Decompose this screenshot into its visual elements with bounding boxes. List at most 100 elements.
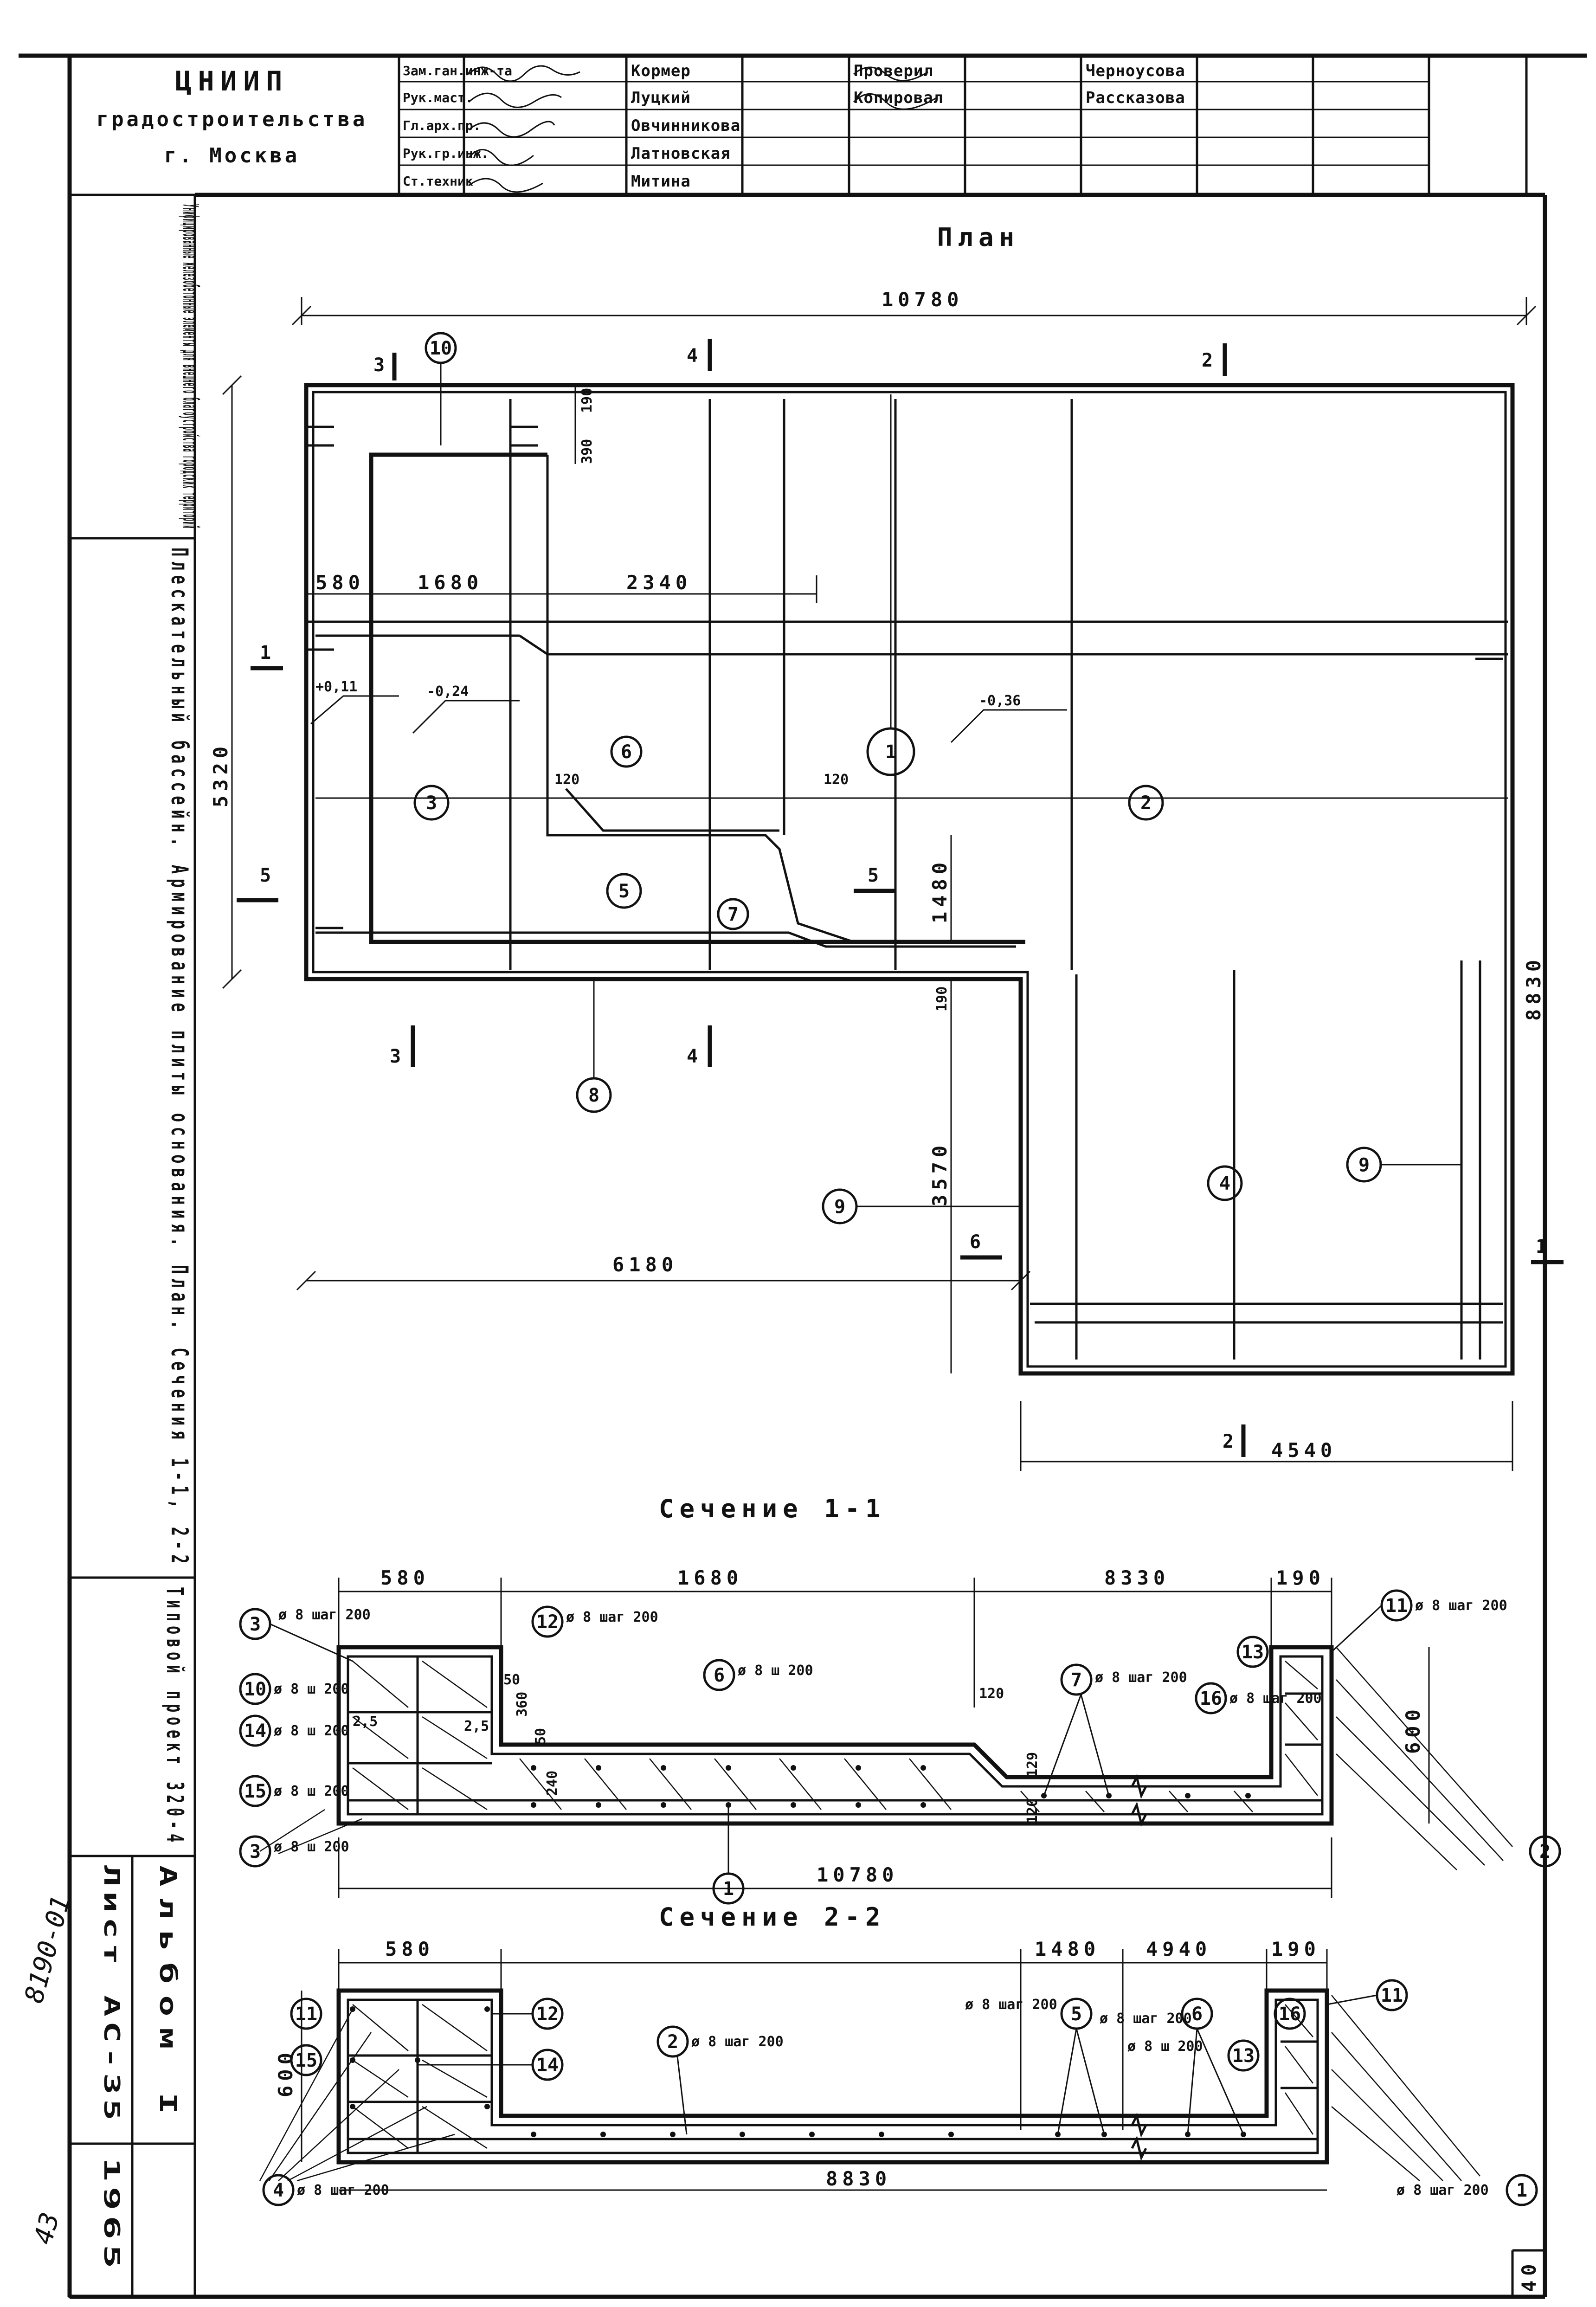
s1-dim-600: 600 (1402, 1705, 1424, 1754)
copied-label: Копировал (854, 89, 943, 107)
s2-rebar-6-label: ø 8 шаг 200 (1100, 2011, 1192, 2027)
plan-bar-7: 7 (727, 904, 739, 925)
plan-dim-8830: 8830 (1522, 955, 1545, 1021)
s2-rebar-5-label: ø 8 шаг 200 (965, 1997, 1057, 2013)
s1-dim-25-b: 2,5 (464, 1718, 489, 1734)
s1-dim-120: 120 (979, 1686, 1004, 1702)
plan-bar-6: 6 (621, 741, 632, 763)
s2-mark-11-right: 11 (1381, 1985, 1403, 2006)
role-3: Гл.арх.пр. (403, 118, 481, 133)
section-1-1: Сечение 1-1 580 1680 8330 190 (239, 1494, 1561, 1905)
s1-mark-16: 16 (1200, 1688, 1222, 1709)
section2-title: Сечение 2-2 (659, 1902, 886, 1932)
cut-3-bottom: 3 (390, 1046, 401, 1067)
s1-dim-120-b: 120 (1024, 1798, 1041, 1824)
s2-mark-14: 14 (536, 2055, 559, 2076)
s1-rebar-14: ø 8 ш 200 (274, 1723, 349, 1739)
s2-dim-4940: 4940 (1146, 1938, 1211, 1960)
s1-dim-360: 360 (514, 1692, 530, 1717)
checked-name: Черноусова (1086, 62, 1185, 80)
cut-4-top: 4 (687, 345, 698, 367)
plan-dim-3570: 3570 (928, 1141, 951, 1206)
s1-dim-10780: 10780 (817, 1863, 898, 1886)
s2-rebar-2: ø 8 шаг 200 (691, 2034, 784, 2050)
s1-mark-12: 12 (536, 1611, 559, 1633)
s1-dim-8330: 8330 (1104, 1566, 1170, 1589)
role-4: Рук.гр.инж. (403, 146, 489, 161)
s1-mark-13: 13 (1242, 1642, 1264, 1663)
s2-mark-13: 13 (1232, 2045, 1255, 2067)
s2-mark-2: 2 (667, 2031, 678, 2053)
cut-1-left: 1 (260, 642, 271, 664)
s2-mark-5: 5 (1071, 2004, 1082, 2025)
plan-bar-4: 4 (1219, 1173, 1230, 1194)
s2-mark-11-left: 11 (295, 2004, 317, 2025)
plan-dim-overall: 10780 (882, 288, 963, 311)
s1-dim-50-a: 50 (503, 1672, 520, 1688)
section1-hatch (259, 1647, 1513, 1870)
s1-rebar-10: ø 8 ш 200 (274, 1681, 349, 1697)
role-5: Ст.техник (403, 174, 473, 189)
side-panel: Унифицированные железобетонные элементы … (68, 193, 203, 2298)
s2-dim-1480: 1480 (1035, 1938, 1100, 1960)
plan-dim-6180: 6180 (612, 1253, 678, 1276)
plan-bar-2: 2 (1140, 793, 1152, 814)
s1-rebar-3-top: ø 8 шаг 200 (278, 1607, 371, 1623)
role-2: Рук.маст. (403, 90, 473, 105)
s2-dim-190: 190 (1271, 1938, 1320, 1960)
s1-mark-2: 2 (1539, 1841, 1551, 1862)
plan-dim-190-top: 190 (579, 388, 595, 413)
plan-dim-190-mid: 190 (934, 986, 950, 1012)
s1-rebar-7: ø 8 шаг 200 (1095, 1669, 1187, 1686)
section2-rebar-dots (350, 2006, 1246, 2137)
plan-bar-8: 8 (588, 1085, 599, 1106)
cut-1-right: 1 (1536, 1236, 1547, 1257)
s1-dim-1680: 1680 (677, 1566, 743, 1589)
plan-bar-10: 10 (430, 338, 452, 359)
plan-bar-9-right: 9 (1358, 1154, 1370, 1176)
cut-6: 6 (970, 1231, 981, 1253)
cut-5-left: 5 (260, 865, 271, 886)
s1-rebar-15: ø 8 ш 200 (274, 1783, 349, 1799)
s1-mark-3-bottom: 3 (250, 1841, 261, 1862)
s1-mark-10: 10 (244, 1679, 266, 1700)
s1-rebar-16: ø 8 шаг 200 (1229, 1690, 1322, 1707)
year-label: 1965 (99, 2158, 124, 2274)
name-3: Овчинникова (631, 116, 740, 135)
s2-mark-15: 15 (295, 2050, 317, 2071)
s2-dim-580: 580 (385, 1938, 434, 1960)
level-2: -0,24 (427, 683, 469, 700)
cut-markers: 3 4 2 1 5 5 3 4 6 1 2 (237, 339, 1564, 1457)
title-block: ЦНИИП градостроительства г. Москва Зам.г… (68, 54, 1528, 196)
s2-mark-1: 1 (1516, 2180, 1527, 2201)
s2-dim-8830: 8830 (826, 2167, 891, 2190)
org-line-3: г. Москва (164, 144, 300, 168)
s1-mark-3-top: 3 (250, 1614, 261, 1635)
cut-5-mid: 5 (868, 865, 879, 886)
s2-mark-12: 12 (536, 2004, 559, 2025)
plan-dim-2340: 2340 (626, 571, 692, 594)
sheet-number: Лист АС-35 (99, 1865, 124, 2125)
s1-dim-190: 190 (1276, 1566, 1325, 1589)
s1-rebar-3-bottom: ø 8 ш 200 (274, 1839, 349, 1855)
section2-callouts: 11 12 15 14 2 ø 8 шаг 200 ø 8 шаг 200 5 … (262, 1979, 1538, 2206)
s2-rebar-4: ø 8 шаг 200 (297, 2182, 389, 2198)
plan-dim-120-b: 120 (824, 772, 849, 788)
s1-dim-50-b: 50 (533, 1728, 549, 1745)
s1-mark-14: 14 (244, 1721, 266, 1742)
section1-title: Сечение 1-1 (659, 1494, 886, 1523)
org-line-2: градостроительства (97, 108, 368, 131)
project-label: Типовой проект 320-4 (161, 1587, 188, 1847)
section1-callouts: 3 ø 8 шаг 200 12 ø 8 шаг 200 6 ø 8 ш 200… (239, 1589, 1561, 1905)
name-5: Митина (631, 172, 691, 191)
checked-label: Проверил (854, 62, 933, 80)
s1-dim-25-a: 2,5 (353, 1714, 378, 1730)
cut-4-bottom: 4 (687, 1046, 698, 1067)
org-line-1: ЦНИИП (175, 65, 289, 97)
cut-2-top: 2 (1202, 350, 1213, 371)
s1-mark-1: 1 (723, 1878, 734, 1900)
series-title: Унифицированные железобетонные элементы … (178, 204, 203, 529)
plan-bar-1: 1 (885, 741, 896, 763)
s1-mark-6: 6 (714, 1665, 725, 1686)
